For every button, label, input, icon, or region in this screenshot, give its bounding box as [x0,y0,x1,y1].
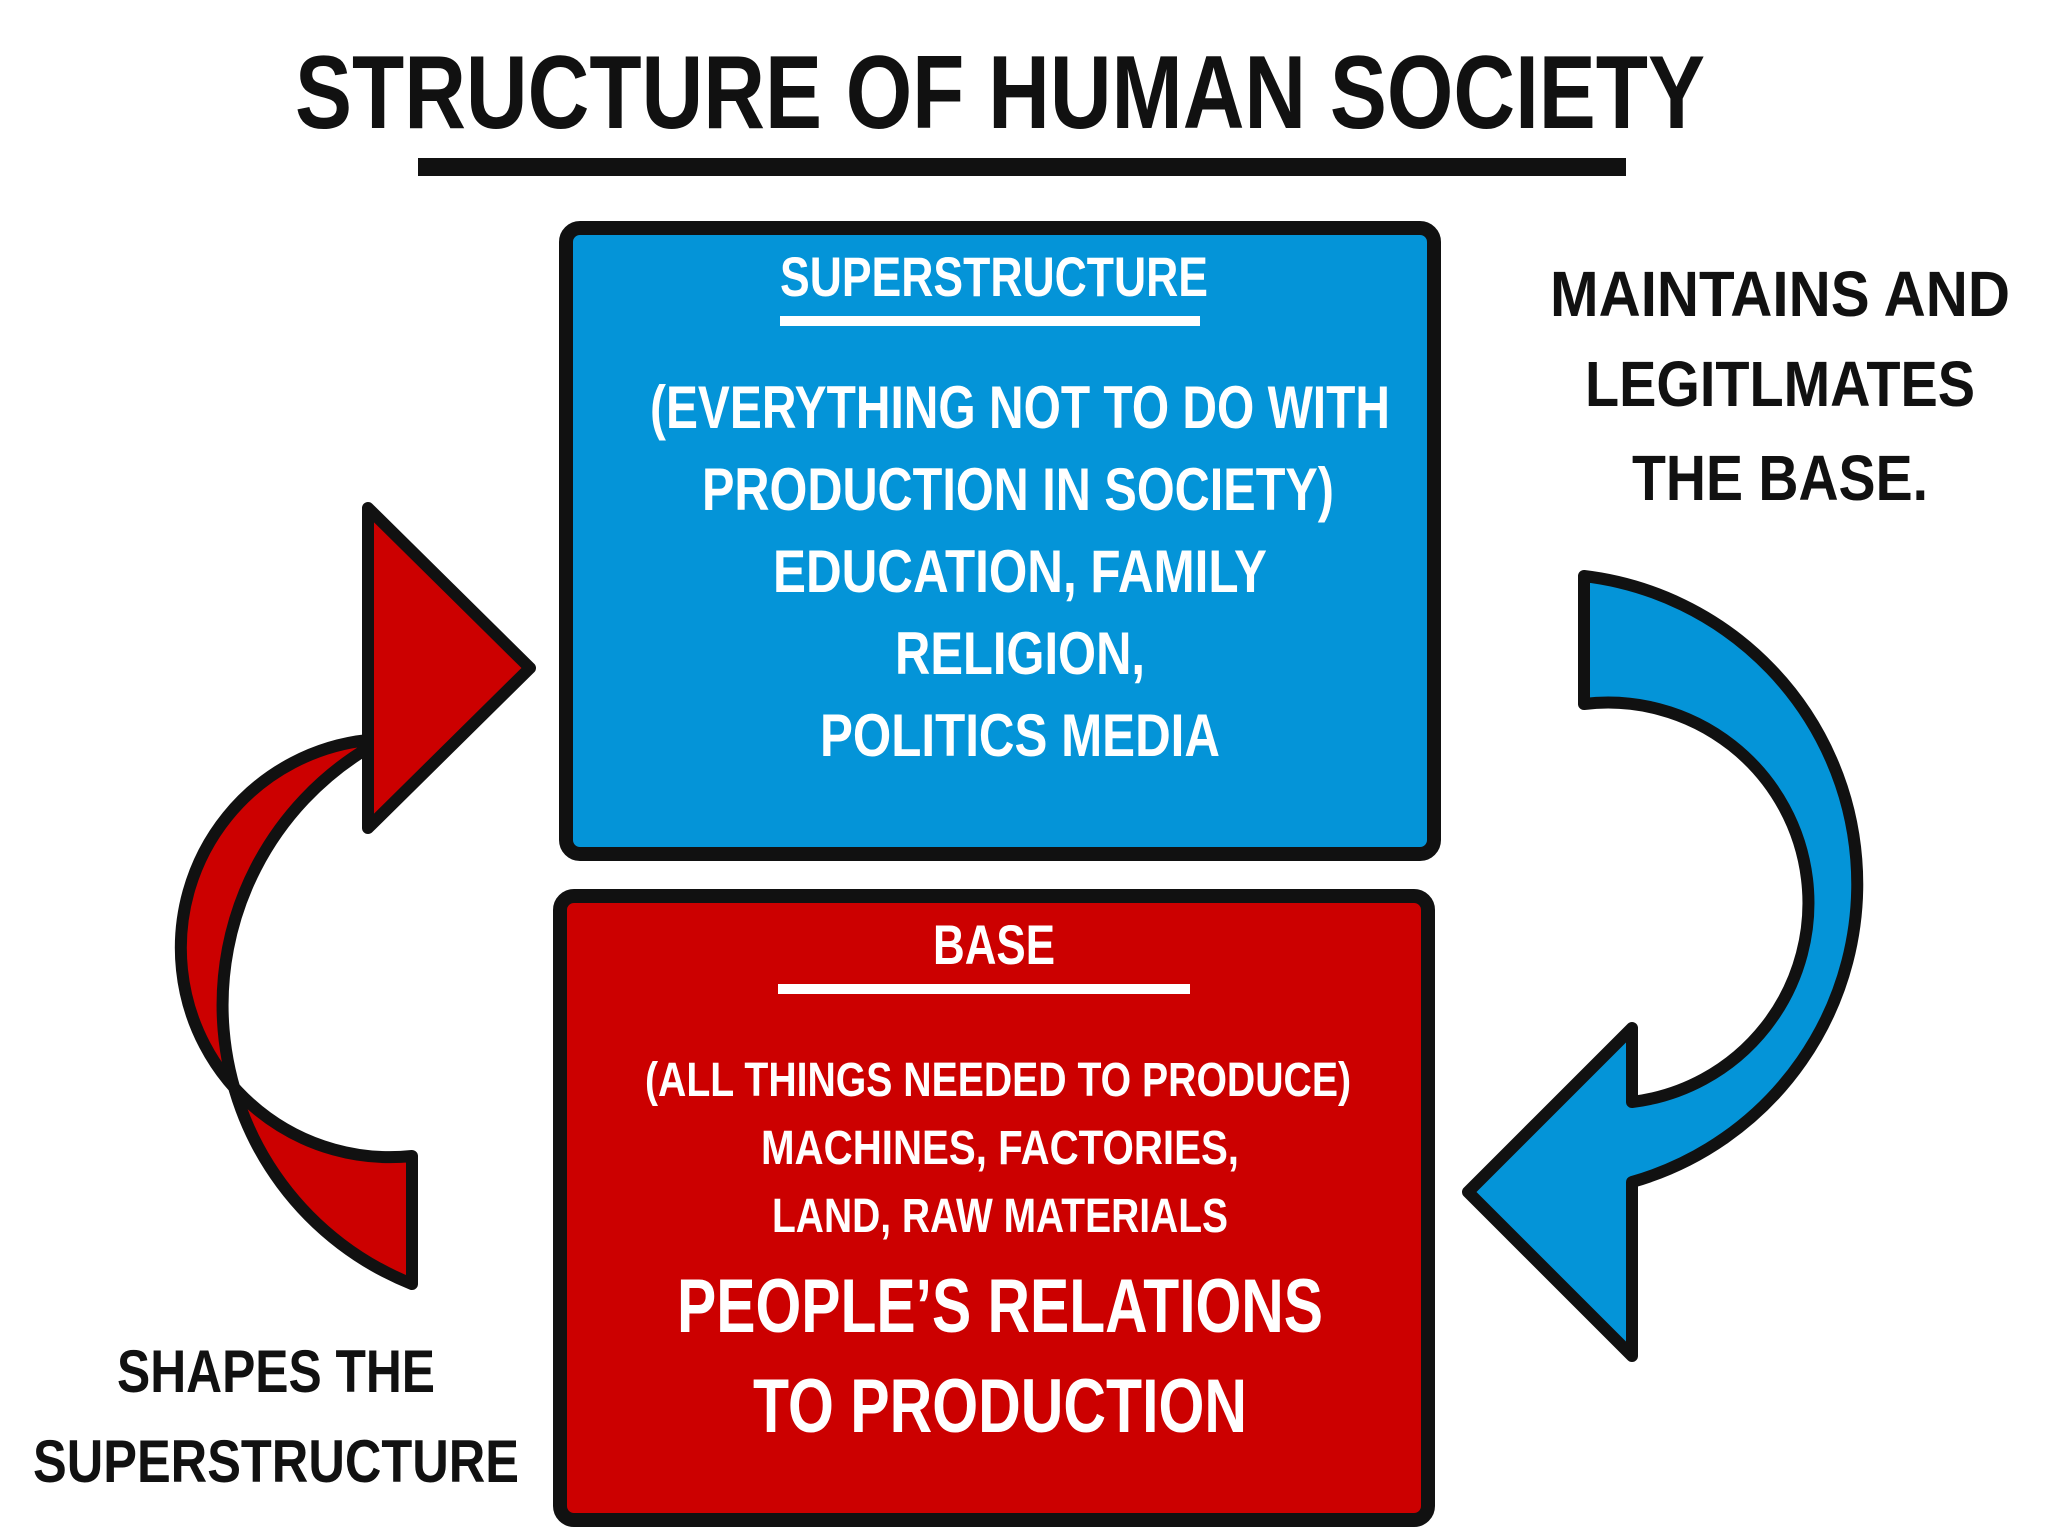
superstructure-underline [780,316,1200,326]
superstructure-line-4: RELIGION, [895,620,1145,687]
right-caption-line-2: LEGITLMATES [1585,348,1975,420]
right-caption-line-3: THE BASE. [1632,442,1928,514]
left-caption-line-1: SHAPES THE [117,1338,435,1405]
left-curved-arrow-icon [174,502,536,1290]
superstructure-box [559,221,1441,861]
page-title: STRUCTURE OF HUMAN SOCIETY [295,35,1705,151]
title-underline [418,158,1626,176]
base-line-3: LAND, RAW MATERIALS [772,1190,1228,1243]
base-emphasis-line-2: TO PRODUCTION [753,1364,1247,1449]
superstructure-heading: SUPERSTRUCTURE [780,245,1208,308]
base-underline [778,984,1190,994]
base-emphasis-line-1: PEOPLE’S RELATIONS [677,1264,1323,1349]
base-line-1: (ALL THINGS NEEDED TO PRODUCE) [645,1054,1351,1107]
superstructure-line-3: EDUCATION, FAMILY [773,538,1267,605]
base-heading: BASE [933,913,1055,976]
base-line-2: MACHINES, FACTORIES, [761,1122,1239,1175]
superstructure-line-2: PRODUCTION IN SOCIETY) [702,456,1334,523]
base-box [553,889,1435,1527]
superstructure-line-5: POLITICS MEDIA [820,702,1220,769]
superstructure-line-1: (EVERYTHING NOT TO DO WITH [650,374,1390,441]
right-caption-line-1: MAINTAINS AND [1550,258,2010,330]
right-curved-arrow-icon [1462,570,1864,1362]
left-caption-line-2: SUPERSTRUCTURE [33,1428,519,1495]
